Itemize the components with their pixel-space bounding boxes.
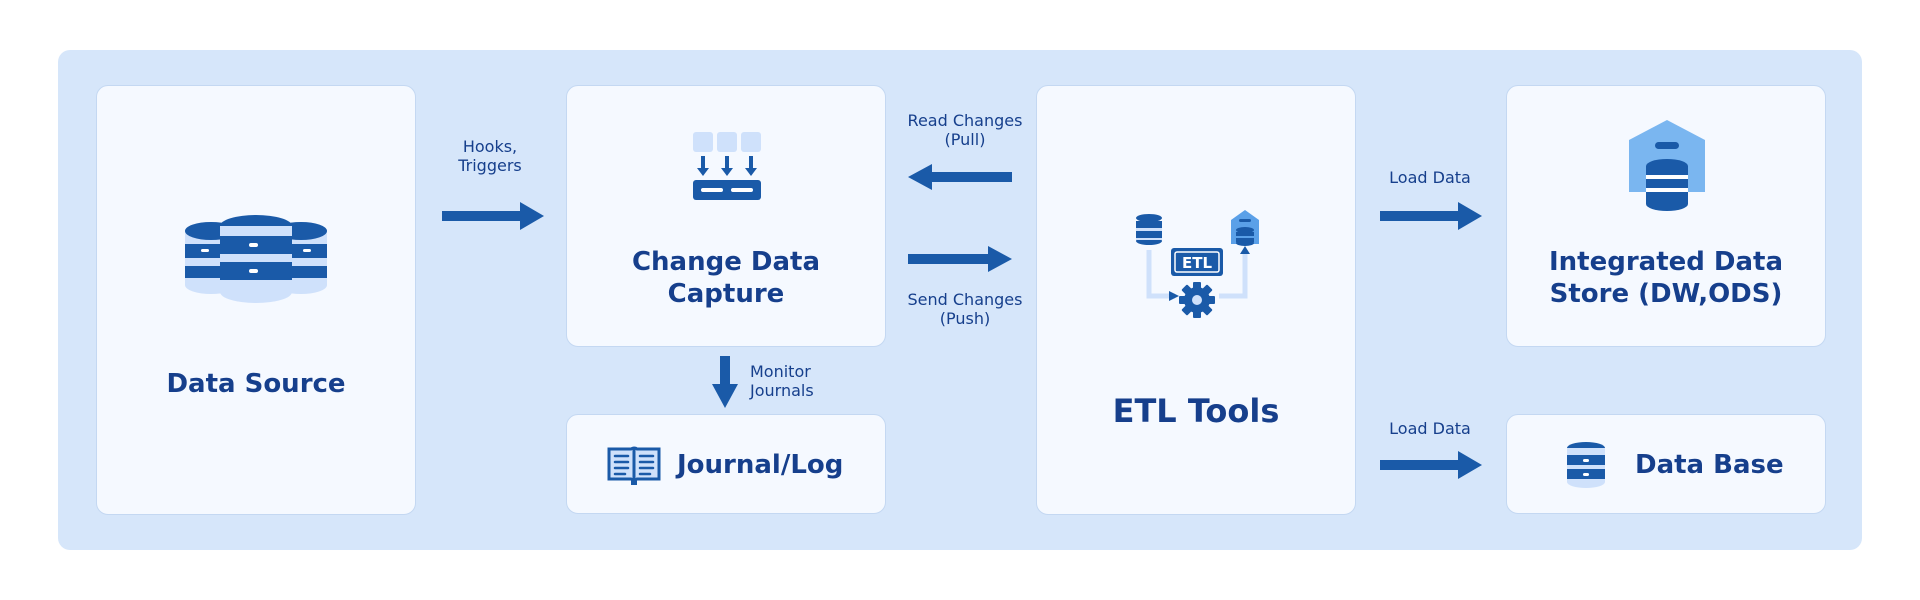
node-title-journal: Journal/Log — [677, 450, 844, 480]
edge-label-monitor: Monitor Journals — [750, 362, 814, 400]
arrow-load-integrated — [1380, 202, 1482, 230]
edge-label-send: Send Changes (Push) — [907, 290, 1023, 328]
etl-icon-label: ETL — [1182, 254, 1212, 272]
node-title-integrated-store: Integrated Data Store (DW,ODS) — [1548, 247, 1784, 309]
warehouse-icon — [1629, 120, 1705, 211]
node-integrated-store: Integrated Data Store (DW,ODS) — [1506, 85, 1826, 347]
database-icon — [1567, 442, 1605, 488]
book-icon — [607, 446, 661, 485]
arrow-read-changes — [908, 164, 1012, 190]
etl-process-icon: ETL — [1136, 210, 1259, 318]
node-title-etl: ETL Tools — [1112, 392, 1280, 430]
capture-icon — [693, 132, 761, 200]
arrow-hooks — [442, 202, 544, 230]
arrow-load-database — [1380, 451, 1482, 479]
edge-label-hooks: Hooks, Triggers — [458, 137, 522, 175]
node-journal: Journal/Log — [566, 414, 886, 514]
edge-label-load-integrated: Load Data — [1389, 168, 1471, 187]
node-cdc: Change Data Capture — [566, 85, 886, 347]
node-database: Data Base — [1506, 414, 1826, 514]
database-cluster-icon — [185, 215, 327, 303]
node-title-cdc: Change Data Capture — [631, 247, 821, 309]
node-title-database: Data Base — [1635, 450, 1784, 480]
edge-label-read: Read Changes (Pull) — [907, 111, 1023, 149]
arrow-send-changes — [908, 246, 1012, 272]
edge-label-load-database: Load Data — [1389, 419, 1471, 438]
arrow-monitor — [712, 356, 738, 408]
node-title-data-source: Data Source — [166, 369, 346, 399]
node-data-source: Data Source — [96, 85, 416, 515]
node-etl: ETL ETL Tools — [1036, 85, 1356, 515]
